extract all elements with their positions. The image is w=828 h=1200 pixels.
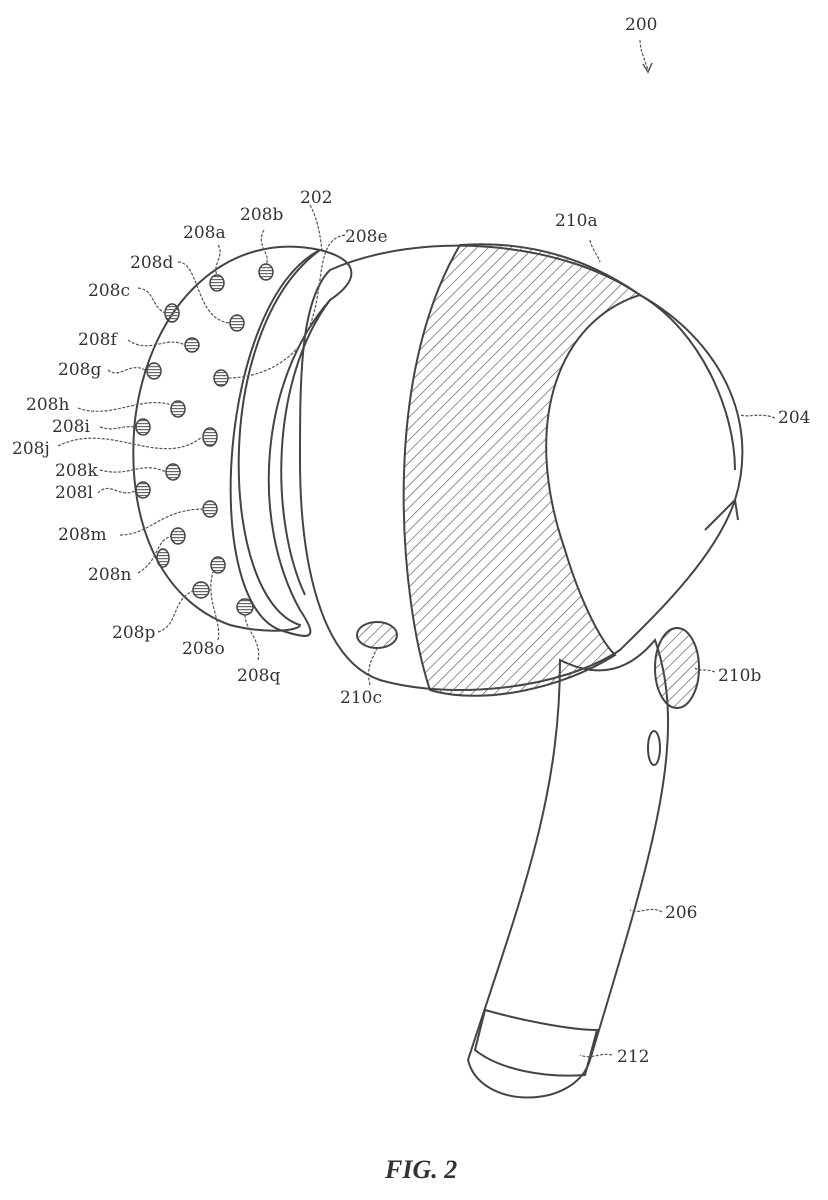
label-208g: 208g xyxy=(58,360,101,380)
ear-tip-inner xyxy=(280,299,331,596)
label-208i: 208i xyxy=(52,417,90,437)
label-208f: 208f xyxy=(78,330,118,350)
band-210a xyxy=(402,243,643,697)
label-208c: 208c xyxy=(88,281,130,301)
label-202: 202 xyxy=(300,188,332,208)
figure-caption: FIG. 2 xyxy=(384,1155,457,1184)
ref-200: 200 xyxy=(625,15,657,35)
sensor-210b xyxy=(654,627,700,709)
label-208o: 208o xyxy=(182,639,225,659)
stem-slot xyxy=(647,730,661,766)
label-206: 206 xyxy=(665,903,697,923)
label-208h: 208h xyxy=(26,395,69,415)
label-208n: 208n xyxy=(88,565,131,585)
label-208q: 208q xyxy=(237,666,280,686)
label-204: 204 xyxy=(778,408,810,428)
label-208j: 208j xyxy=(12,439,50,459)
label-208m: 208m xyxy=(58,525,107,545)
label-210a: 210a xyxy=(555,211,598,231)
label-208b: 208b xyxy=(240,205,283,225)
label-208d: 208d xyxy=(130,253,173,273)
label-212: 212 xyxy=(617,1047,649,1067)
label-208p: 208p xyxy=(112,623,155,643)
leader-lines xyxy=(57,39,776,1058)
ear-tip-ring xyxy=(229,248,353,637)
label-208k: 208k xyxy=(55,461,98,481)
sensor-210c xyxy=(356,621,398,649)
label-210b: 210b xyxy=(718,666,761,686)
vent-dots xyxy=(135,263,274,616)
stem xyxy=(466,638,670,1099)
label-208l: 208l xyxy=(55,483,93,503)
label-208e: 208e xyxy=(345,227,388,247)
body-face xyxy=(639,294,739,531)
stem-tip-mesh xyxy=(473,1008,599,1077)
ear-tip xyxy=(132,245,323,632)
label-208a: 208a xyxy=(183,223,226,243)
label-210c: 210c xyxy=(340,688,382,708)
